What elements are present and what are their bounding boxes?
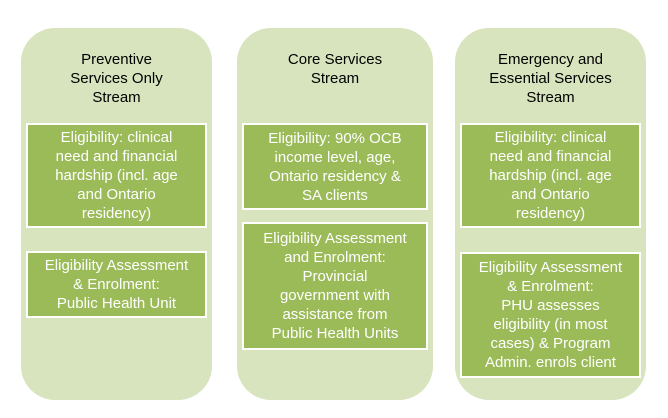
stream-column-preventive: Preventive Services Only Stream Eligibil… [21,28,212,400]
eligibility-box: Eligibility: 90% OCB income level, age, … [242,123,428,210]
stream-column-core: Core Services Stream Eligibility: 90% OC… [237,28,433,400]
eligibility-box: Eligibility: clinical need and financial… [460,123,641,228]
enrolment-box: Eligibility Assessment and Enrolment: Pr… [242,222,428,350]
enrolment-text: Eligibility Assessment & Enrolment: PHU … [478,259,623,371]
stream-title: Preventive Services Only Stream [70,51,163,106]
eligibility-text: Eligibility: clinical need and financial… [55,129,178,222]
eligibility-box: Eligibility: clinical need and financial… [26,123,207,228]
eligibility-text: Eligibility: clinical need and financial… [489,129,612,222]
enrolment-box: Eligibility Assessment & Enrolment: PHU … [460,252,641,378]
enrolment-box: Eligibility Assessment & Enrolment: Publ… [26,251,207,318]
stream-title: Core Services Stream [287,51,383,87]
stream-column-emergency: Emergency and Essential Services Stream … [455,28,646,400]
enrolment-text: Eligibility Assessment & Enrolment: Publ… [44,257,189,312]
eligibility-text: Eligibility: 90% OCB income level, age, … [268,129,402,204]
enrolment-text: Eligibility Assessment and Enrolment: Pr… [263,230,407,342]
stream-title: Emergency and Essential Services Stream [489,51,612,106]
